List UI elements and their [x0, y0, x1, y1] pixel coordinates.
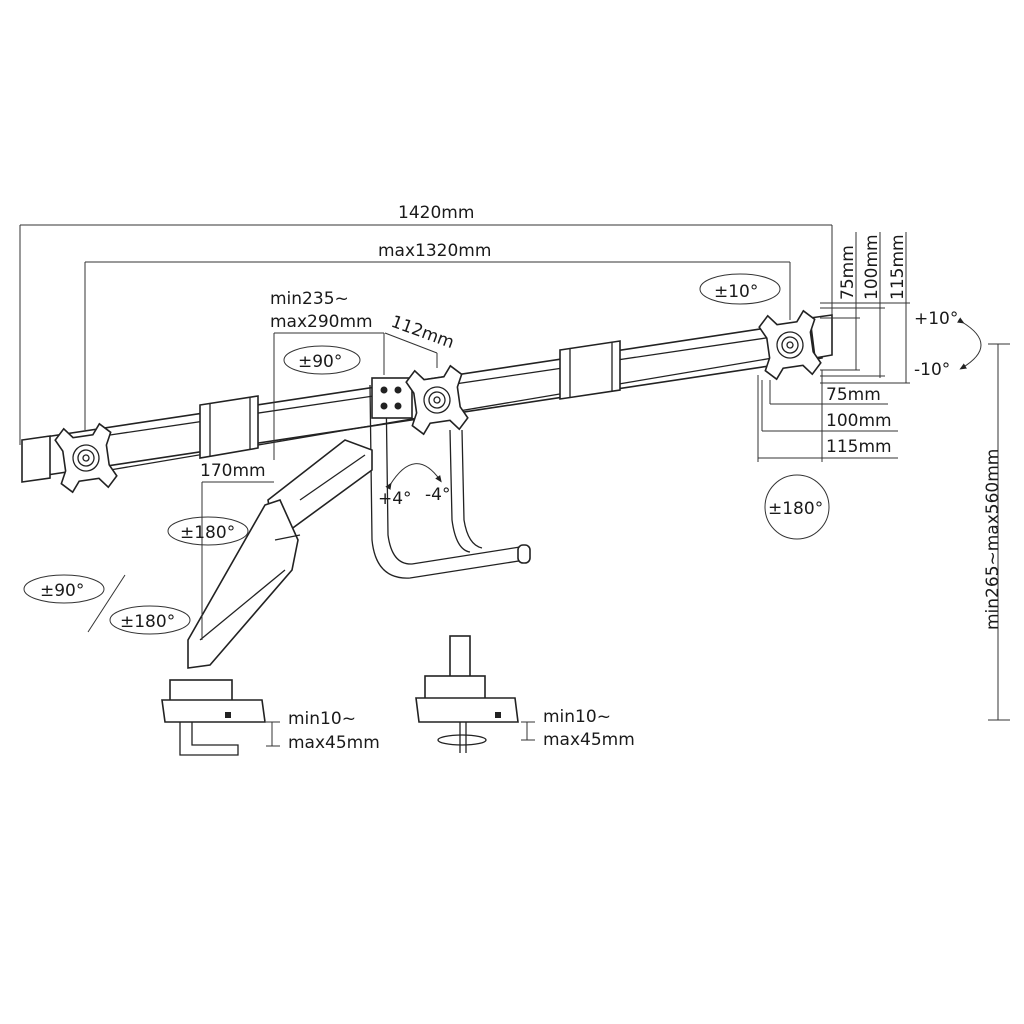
- vesa-vertical-dimensions: 75mm 100mm 115mm: [820, 232, 910, 384]
- lower-offset-dimension: 170mm: [200, 461, 274, 640]
- vesa-vertical-100: 100mm: [862, 234, 882, 300]
- tilt-down-label: -10°: [914, 360, 950, 380]
- vesa-horizontal-dimensions: 75mm 100mm 115mm: [757, 370, 898, 462]
- vesa-vertical-75: 75mm: [838, 245, 858, 300]
- clamp-thickness-left: min10~ max45mm: [266, 709, 380, 753]
- arm-reach-max-label: max290mm: [270, 312, 373, 332]
- max-span-label: max1320mm: [378, 241, 491, 261]
- tilt-plus-label: +4°: [378, 489, 412, 509]
- clamp-left-min: min10~: [288, 709, 356, 729]
- tilt-indicator: +4° -4°: [378, 463, 450, 509]
- overall-width-label: 1420mm: [398, 203, 474, 223]
- arm-reach-dimension: min235~ max290mm: [270, 289, 385, 460]
- height-range-dimension: min265~max560mm: [983, 343, 1010, 721]
- base-rotation-label: ±180°: [120, 612, 175, 632]
- center-swivel-label: ±90°: [298, 352, 342, 372]
- clamp-thickness-right: min10~ max45mm: [521, 707, 635, 750]
- arm-rotation-indicator: ±180°: [167, 516, 249, 546]
- vesa-plate-center: [405, 364, 469, 436]
- vesa-horizontal-115: 115mm: [826, 437, 892, 457]
- tilt-range-indicator: +10° -10°: [914, 309, 982, 380]
- max-span-dimension: max1320mm: [84, 241, 791, 430]
- grommet-mount-right: [415, 635, 519, 753]
- center-offset-dimension: 112mm: [384, 312, 457, 368]
- vesa-horizontal-75: 75mm: [826, 385, 881, 405]
- lower-offset-label: 170mm: [200, 461, 266, 481]
- vesa-plate-right: [758, 309, 822, 381]
- base-swivel-label: ±90°: [40, 581, 84, 601]
- monitor-swivel-indicator: ±10°: [699, 273, 781, 305]
- monitor-rotation-label: ±180°: [768, 499, 823, 519]
- clamp-left-max: max45mm: [288, 733, 380, 753]
- vesa-vertical-115: 115mm: [888, 234, 908, 300]
- base-swivel-indicator: ±90°: [23, 574, 126, 633]
- base-rotation-indicator: ±180°: [109, 605, 191, 635]
- arm-rotation-label: ±180°: [180, 523, 235, 543]
- clamp-right-max: max45mm: [543, 730, 635, 750]
- clamp-right-min: min10~: [543, 707, 611, 727]
- gas-spring-arm: [187, 439, 373, 669]
- tilt-up-label: +10°: [914, 309, 958, 329]
- tilt-minus-label: -4°: [425, 485, 450, 505]
- vesa-plate-left: [54, 422, 118, 494]
- monitor-rotation-indicator: ±180°: [764, 474, 830, 540]
- monitor-swivel-label: ±10°: [714, 282, 758, 302]
- height-range-label: min265~max560mm: [983, 449, 1003, 630]
- rail-sleeve-right: [559, 340, 621, 400]
- vesa-horizontal-100: 100mm: [826, 411, 892, 431]
- center-swivel-indicator: ±90°: [283, 345, 361, 375]
- overall-width-dimension: 1420mm: [19, 203, 833, 445]
- center-support-pole: [369, 377, 531, 579]
- rail-sleeve-left: [199, 395, 259, 459]
- desk-clamp-left: [161, 679, 266, 756]
- arm-reach-min-label: min235~: [270, 289, 349, 309]
